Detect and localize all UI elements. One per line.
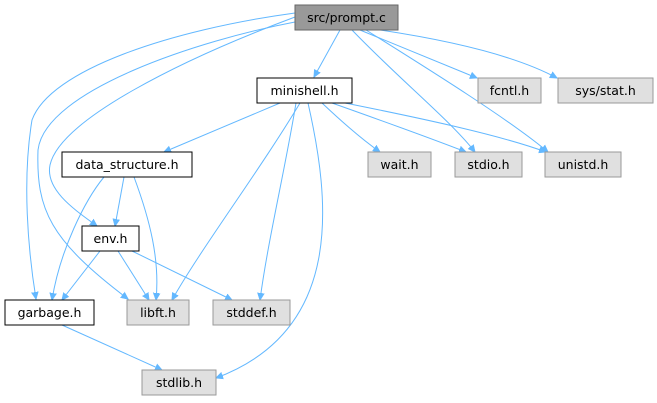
- node-fcntl: fcntl.h: [477, 77, 542, 104]
- node-label-fcntl: fcntl.h: [490, 83, 529, 98]
- node-garbage[interactable]: garbage.h: [4, 299, 95, 326]
- node-box-unistd: [544, 151, 622, 178]
- edge-minishell-to-stdlib: [216, 102, 324, 378]
- node-box-wait: [367, 151, 432, 178]
- edge-env-to-libft: [117, 250, 149, 300]
- node-libft: libft.h: [126, 299, 190, 326]
- edge-minishell-to-stdio: [331, 102, 466, 152]
- node-label-sysstat: sys/stat.h: [575, 83, 636, 98]
- node-label-env: env.h: [94, 231, 128, 246]
- edge-prompt-to-unistd: [365, 29, 548, 152]
- node-prompt[interactable]: src/prompt.c: [294, 4, 399, 31]
- edge-datastructure-to-libft: [133, 176, 157, 300]
- edge-prompt-to-libft: [37, 21, 296, 299]
- edge-datastructure-to-env: [115, 176, 125, 226]
- node-box-env: [81, 225, 140, 252]
- node-label-minishell: minishell.h: [270, 83, 338, 98]
- node-label-libft: libft.h: [140, 305, 176, 320]
- edge-minishell-to-libft: [172, 102, 301, 300]
- node-unistd: unistd.h: [544, 151, 622, 178]
- node-box-garbage: [4, 299, 95, 326]
- node-datastructure[interactable]: data_structure.h: [61, 151, 193, 178]
- nodes-layer: src/prompt.c minishell.h fcntl.h sys/stat.h…: [4, 4, 654, 396]
- node-minishell[interactable]: minishell.h: [256, 77, 353, 104]
- node-stdlib: stdlib.h: [141, 369, 217, 396]
- edge-prompt-to-stdio: [351, 29, 475, 152]
- node-sysstat: sys/stat.h: [557, 77, 654, 104]
- node-label-unistd: unistd.h: [558, 157, 609, 172]
- node-box-prompt: [294, 4, 399, 31]
- node-label-wait: wait.h: [380, 157, 418, 172]
- node-env[interactable]: env.h: [81, 225, 140, 252]
- node-box-stdlib: [141, 369, 217, 396]
- node-stddef: stddef.h: [212, 299, 291, 326]
- edge-datastructure-to-garbage: [52, 176, 105, 300]
- node-box-minishell: [256, 77, 353, 104]
- edge-prompt-to-env: [49, 16, 296, 226]
- node-label-datastructure: data_structure.h: [75, 157, 178, 172]
- node-box-fcntl: [477, 77, 542, 104]
- node-label-stdio: stdio.h: [467, 157, 509, 172]
- edge-env-to-garbage: [62, 250, 101, 300]
- edge-env-to-stddef: [131, 250, 232, 300]
- node-wait: wait.h: [367, 151, 432, 178]
- edge-prompt-to-sysstat: [379, 29, 557, 78]
- node-box-datastructure: [61, 151, 193, 178]
- node-box-sysstat: [557, 77, 654, 104]
- edge-minishell-to-datastructure: [164, 102, 281, 152]
- node-box-stdio: [454, 151, 523, 178]
- edge-minishell-to-unistd: [344, 102, 546, 152]
- node-box-libft: [126, 299, 190, 326]
- node-label-stddef: stddef.h: [226, 305, 276, 320]
- node-box-stddef: [212, 299, 291, 326]
- node-label-stdlib: stdlib.h: [156, 375, 202, 390]
- node-label-garbage: garbage.h: [18, 305, 82, 320]
- edge-minishell-to-wait: [321, 102, 380, 152]
- edges-layer: [26, 12, 557, 378]
- node-stdio: stdio.h: [454, 151, 523, 178]
- node-label-prompt: src/prompt.c: [307, 10, 386, 25]
- edge-garbage-to-stdlib: [61, 324, 162, 370]
- edge-prompt-to-garbage: [26, 12, 296, 299]
- edge-minishell-to-stddef: [260, 102, 297, 300]
- edge-prompt-to-minishell: [314, 29, 341, 77]
